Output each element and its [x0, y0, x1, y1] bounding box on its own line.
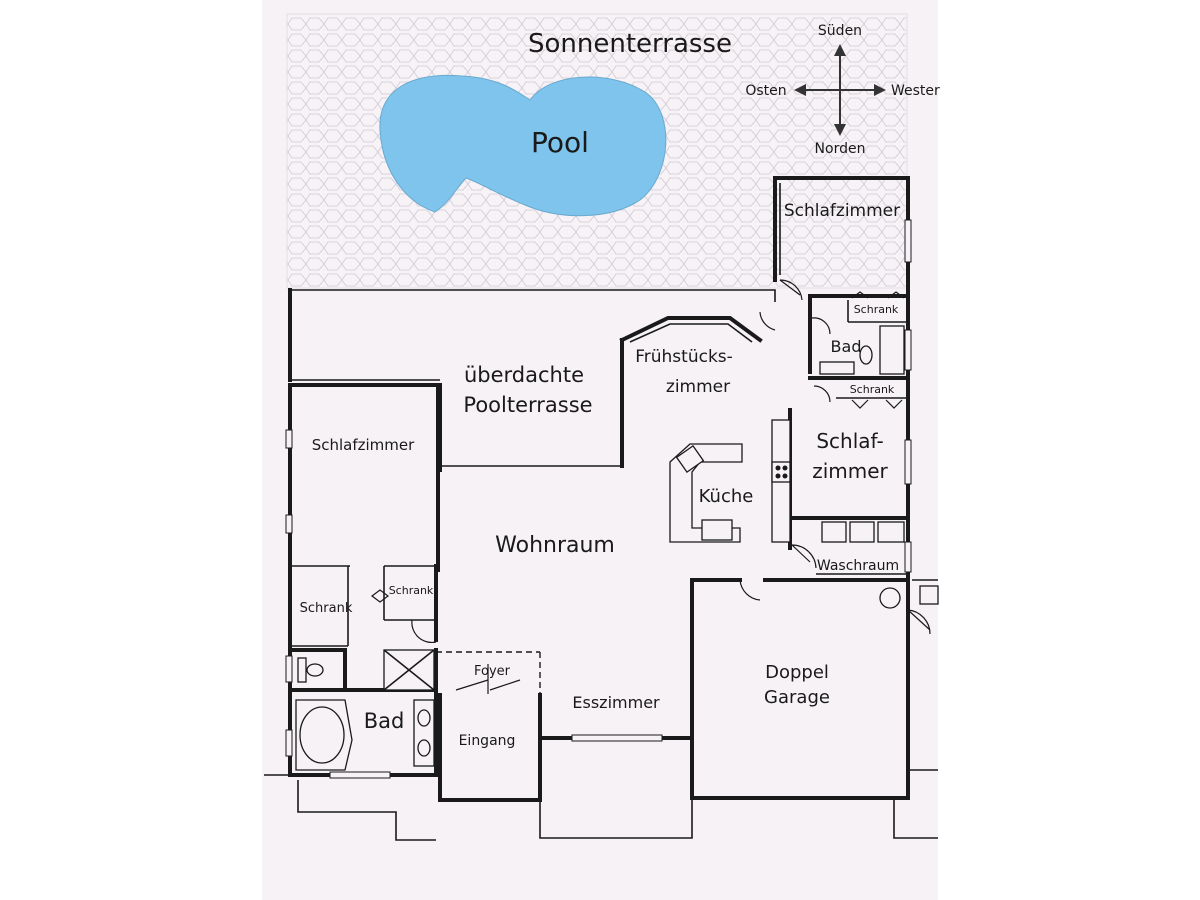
room-label-foyer: Foyer — [474, 664, 511, 679]
room-labels: Schlafzimmer Schrank Bad Schrank Frühstü… — [300, 201, 900, 749]
room-label-living: Wohnraum — [495, 533, 615, 558]
compass-north: Norden — [815, 141, 866, 157]
room-label-covered-terrace-1: überdachte — [464, 363, 584, 387]
windows — [285, 219, 912, 779]
room-label-garage-2: Garage — [764, 687, 830, 708]
room-label-bedroom-e-2: zimmer — [812, 459, 888, 483]
compass-east: Osten — [745, 83, 786, 99]
arrow-up-icon — [834, 44, 846, 56]
room-label-entrance: Eingang — [459, 733, 516, 749]
room-label-laundry: Waschraum — [817, 558, 899, 574]
room-label-garage-1: Doppel — [765, 662, 829, 683]
room-label-closet-mid-e: Schrank — [850, 383, 895, 396]
room-label-kitchen: Küche — [699, 486, 754, 507]
room-label-covered-terrace-2: Poolterrasse — [463, 393, 592, 417]
terrace-label: Sonnenterrasse — [528, 29, 732, 59]
arrow-right-icon — [874, 84, 886, 96]
room-label-bedroom-w: Schlafzimmer — [312, 436, 415, 454]
room-label-dining: Esszimmer — [572, 693, 660, 712]
pool-shape — [379, 74, 667, 217]
room-label-bedroom-ne: Schlafzimmer — [784, 201, 900, 221]
compass-west: Wester — [891, 83, 940, 99]
fixtures — [295, 325, 939, 771]
walls — [264, 176, 938, 841]
doors — [371, 279, 931, 694]
room-label-closet-w: Schrank — [300, 601, 353, 616]
room-label-bath-w: Bad — [364, 709, 405, 733]
room-label-bath-ne: Bad — [831, 337, 862, 356]
compass-south: Süden — [818, 23, 862, 39]
room-label-closet-w-small: Schrank — [389, 584, 434, 597]
room-label-closet-ne: Schrank — [854, 303, 899, 316]
pool-label: Pool — [531, 126, 589, 159]
room-label-breakfast-2: zimmer — [666, 377, 730, 397]
compass — [794, 44, 886, 136]
room-label-breakfast-1: Frühstücks- — [635, 347, 733, 367]
arrow-left-icon — [794, 84, 806, 96]
arrow-down-icon — [834, 124, 846, 136]
room-label-bedroom-e-1: Schlaf- — [816, 429, 883, 453]
